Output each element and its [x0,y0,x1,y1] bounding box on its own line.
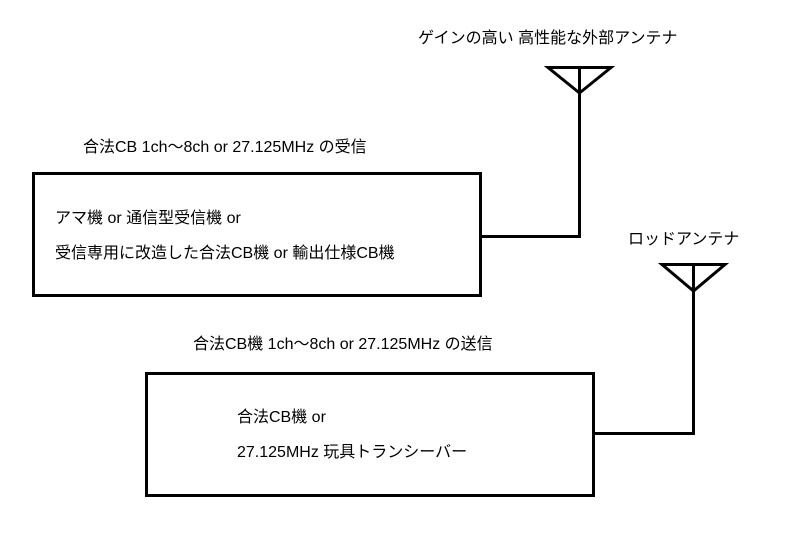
receiver-box-line-2: 受信専用に改造した合法CB機 or 輸出仕様CB機 [55,245,395,262]
transmitter-box-line-2: 27.125MHz 玩具トランシーバー [237,444,468,461]
receiver-box: アマ機 or 通信型受信機 or 受信専用に改造した合法CB機 or 輸出仕様C… [32,172,482,297]
transmitter-caption: 合法CB機 1ch～8ch or 27.125MHz の送信 [193,336,493,353]
receiver-box-line-1: アマ機 or 通信型受信機 or [55,210,241,227]
receiver-caption: 合法CB 1ch～8ch or 27.125MHz の受信 [83,139,367,156]
rod-antenna-icon [657,263,730,434]
external-antenna-label: ゲインの高い 高性能な外部アンテナ [418,30,678,47]
transmitter-box-line-1: 合法CB機 or [237,409,326,426]
external-antenna-icon [543,66,616,237]
transmitter-box: 合法CB機 or 27.125MHz 玩具トランシーバー [145,372,595,497]
rod-antenna-label: ロッドアンテナ [628,231,740,248]
